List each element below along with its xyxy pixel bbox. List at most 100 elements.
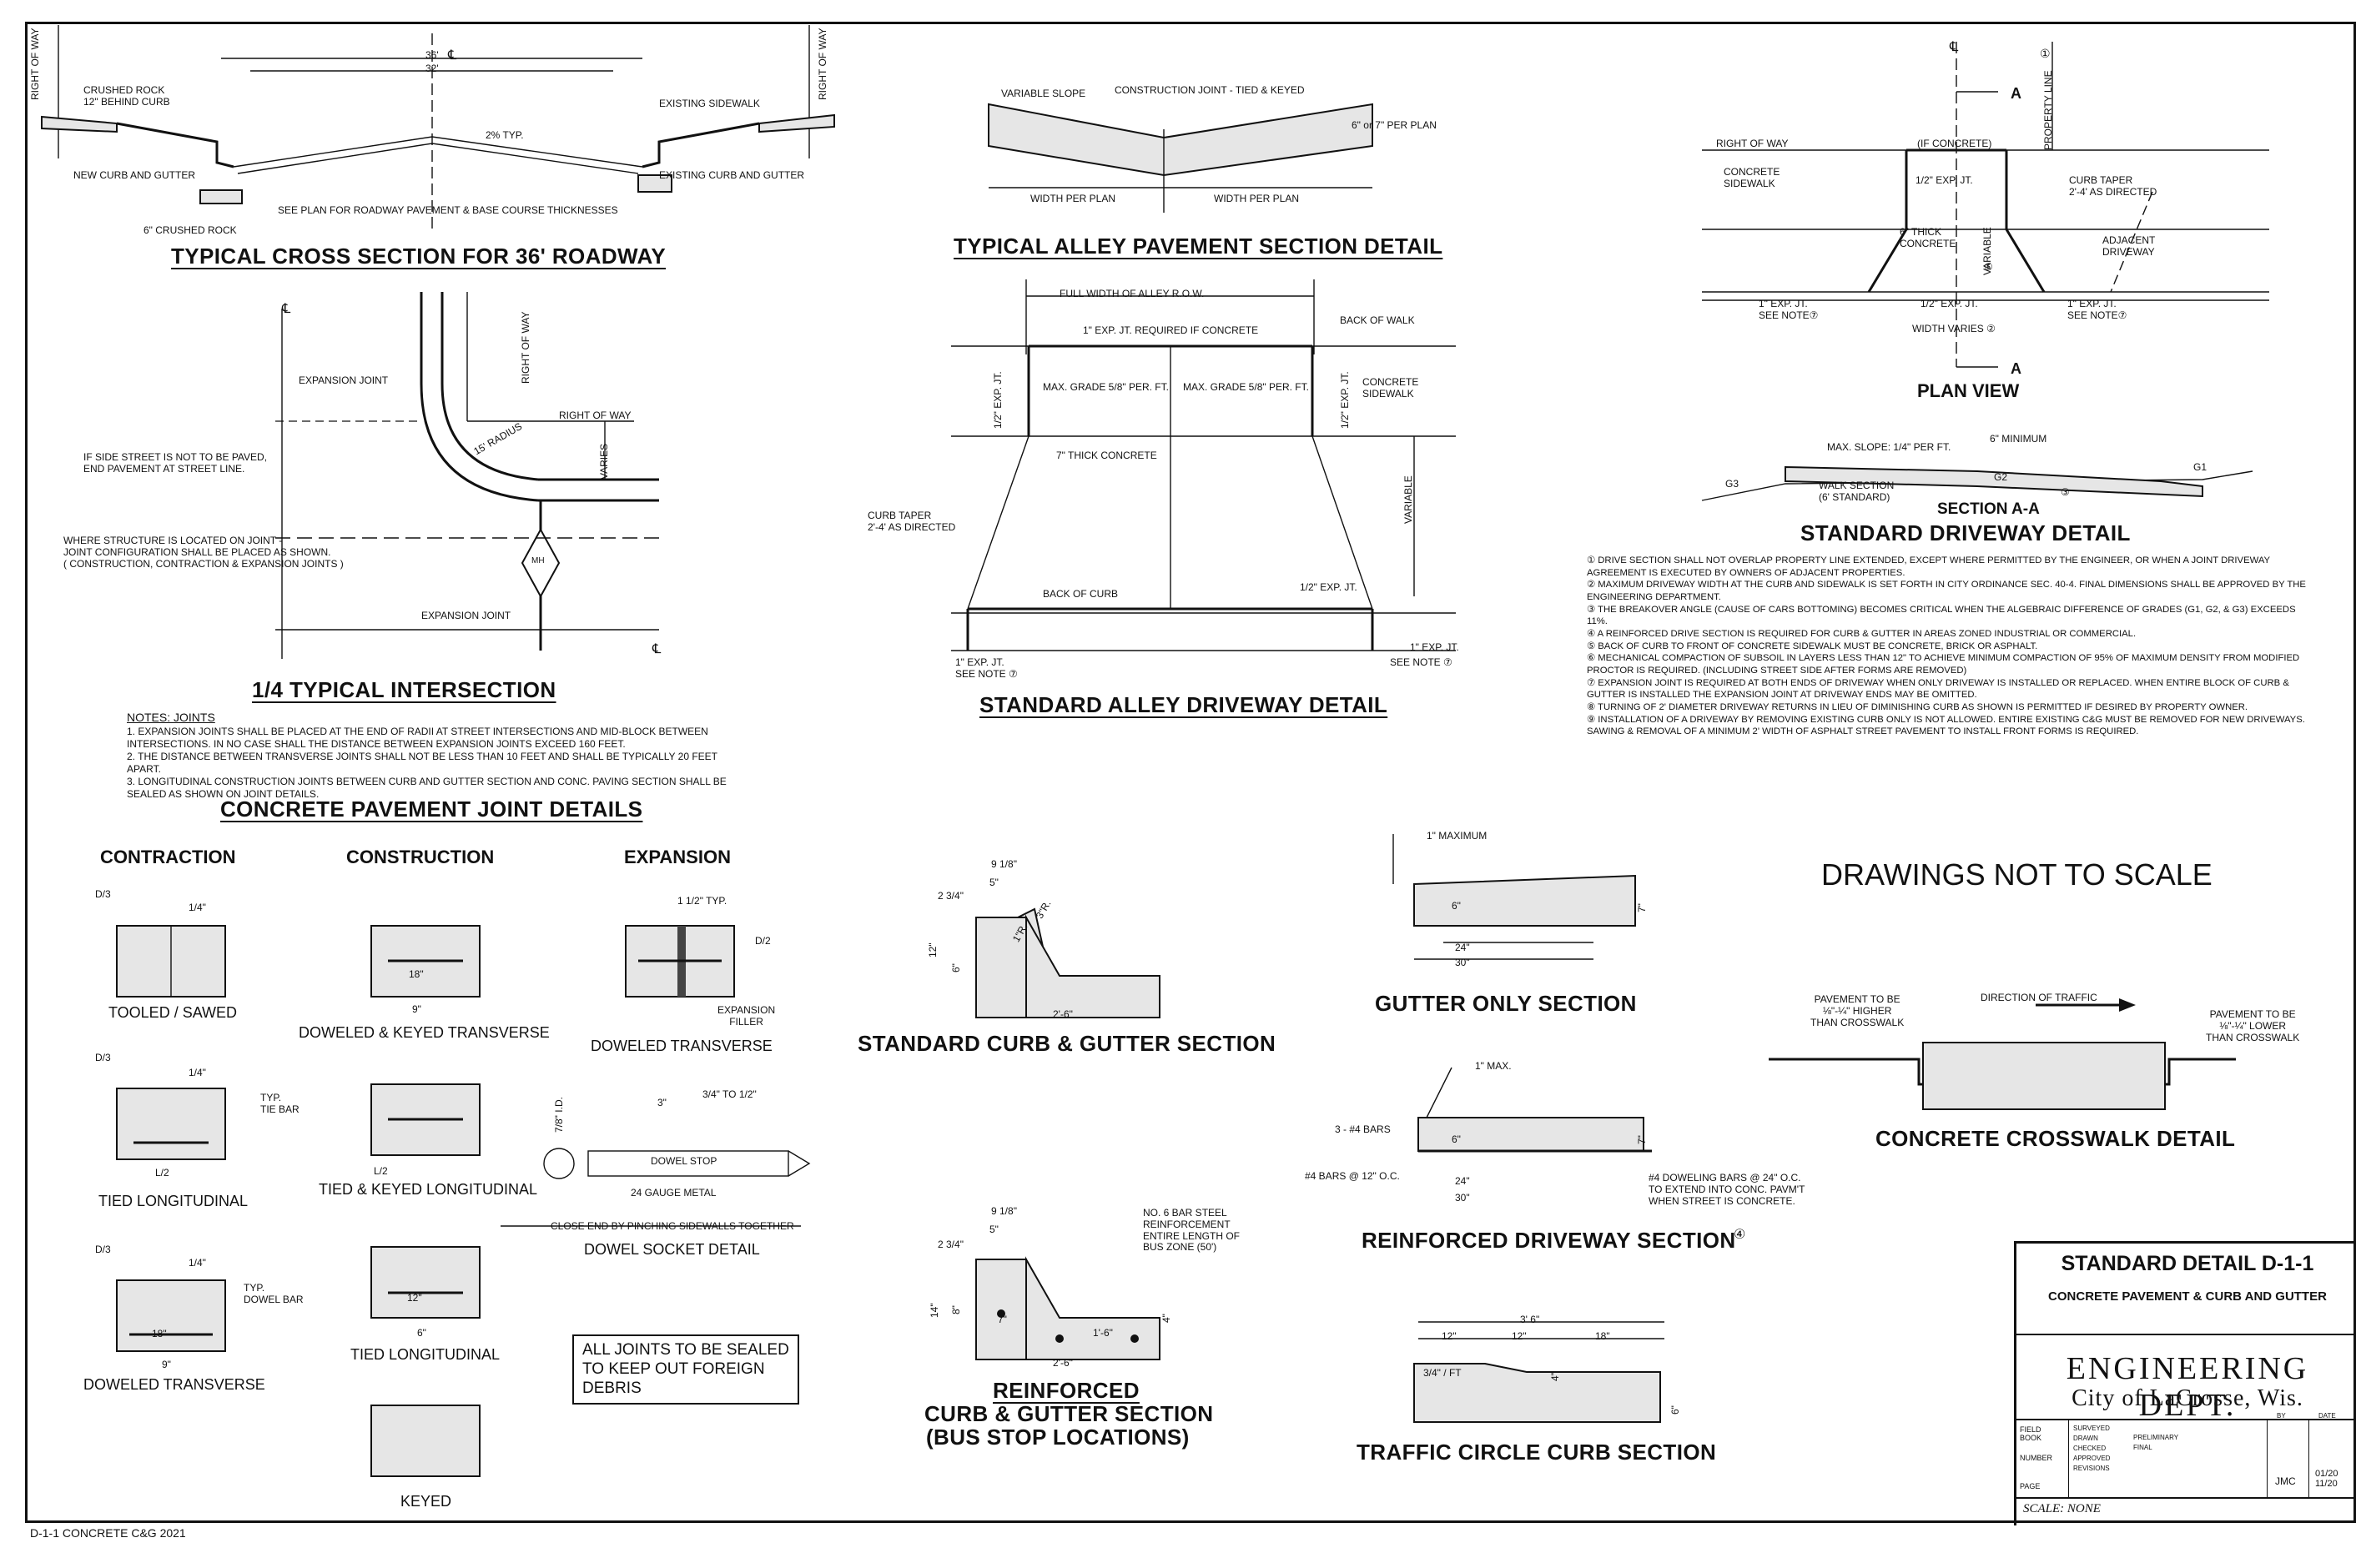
d3-label-3: D/3 xyxy=(95,1244,111,1255)
d9-label: 9" xyxy=(162,1359,171,1370)
cl-symbol: ℄ xyxy=(448,48,457,63)
back-of-curb-label: BACK OF CURB xyxy=(1043,588,1119,600)
alley-section-drawing xyxy=(988,103,1373,213)
circle-5-label: ⑤ xyxy=(1984,261,1993,273)
joint-note-1: 1. EXPANSION JOINTS SHALL BE PLACED AT T… xyxy=(127,725,708,750)
driveway-note-6: ⑥ MECHANICAL COMPACTION OF SUBSOIL IN LA… xyxy=(1587,653,2300,676)
reinf-d234-label: 2 3/4" xyxy=(938,1239,964,1250)
tc-d18-label: 18" xyxy=(1595,1330,1610,1342)
expansion-heading: EXPANSION xyxy=(624,847,731,867)
gutter-d7-label: 7" xyxy=(1636,903,1648,912)
gutter-d24-label: 24" xyxy=(1455,942,1470,953)
gutter-d30-label: 30" xyxy=(1455,957,1470,968)
driveway-plan-drawing xyxy=(1702,42,2269,368)
d2-label: D/2 xyxy=(755,935,771,947)
reinf-d918-label: 9 1/8" xyxy=(991,1205,1017,1217)
half-exp-bottom-label: 1/2" EXP. JT. xyxy=(1300,581,1357,593)
joint-details-title: CONCRETE PAVEMENT JOINT DETAILS xyxy=(220,797,643,822)
variable-slope-label: VARIABLE SLOPE xyxy=(1001,88,1086,99)
expansion-joint-label: EXPANSION JOINT xyxy=(299,374,389,386)
section-aa-title: SECTION A-A xyxy=(1937,500,2040,518)
marker-a-bottom: A xyxy=(2011,360,2021,377)
bar-note-label: NO. 6 BAR STEEL REINFORCEMENT ENTIRE LEN… xyxy=(1143,1207,1241,1254)
typ-dowel-label: TYP. DOWEL BAR xyxy=(244,1282,304,1305)
l2-label: L/2 xyxy=(155,1167,169,1179)
reinf-d5-label: 5" xyxy=(989,1224,999,1235)
alley-driveway-title: STANDARD ALLEY DRIVEWAY DETAIL xyxy=(979,692,1388,717)
joints-sealed-box: ALL JOINTS TO BE SEALED TO KEEP OUT FORE… xyxy=(572,1334,799,1405)
gutter-d6-label: 6" xyxy=(1452,900,1461,912)
right-of-way-label: RIGHT OF WAY xyxy=(559,410,632,421)
id-78-label: 7/8" I.D. xyxy=(553,1097,565,1133)
new-curb-label: NEW CURB AND GUTTER xyxy=(73,169,196,181)
dowel-stop-label: DOWEL STOP xyxy=(651,1155,717,1167)
crushed-rock-6-label: 6" CRUSHED ROCK xyxy=(143,224,237,236)
row-checked: CHECKED xyxy=(2073,1445,2107,1452)
dowel-socket-caption: DOWEL SOCKET DETAIL xyxy=(584,1241,760,1258)
tied-keyed-caption: TIED & KEYED LONGITUDINAL xyxy=(319,1181,538,1198)
tc-d6-label: 6" xyxy=(1669,1405,1681,1415)
dim-36: 36' xyxy=(425,49,439,61)
construction-joint-label: CONSTRUCTION JOINT - TIED & KEYED xyxy=(1115,84,1305,96)
see-plan-label: SEE PLAN FOR ROADWAY PAVEMENT & BASE COU… xyxy=(278,204,618,216)
standard-curb-drawing xyxy=(975,907,1160,1018)
cl-symbol-3: ℄ xyxy=(652,642,662,656)
prelim-label: PRELIMINARY xyxy=(2133,1434,2179,1441)
intersection-drawing xyxy=(275,292,659,659)
final-label: FINAL xyxy=(2133,1444,2152,1451)
adjacent-driveway-label: ADJACENT DRIVEWAY xyxy=(2102,234,2156,258)
reinf-drive-max-label: 1" MAX. xyxy=(1475,1060,1512,1072)
plan-view-title: PLAN VIEW xyxy=(1917,380,2020,401)
joint-blocks xyxy=(116,925,811,1477)
reinforced-driveway-title: REINFORCED DRIVEWAY SECTION xyxy=(1362,1228,1736,1253)
jmc-label: JMC xyxy=(2275,1475,2296,1487)
traffic-circle-drawing xyxy=(1413,1321,1664,1423)
expansion-joint-2-label: EXPANSION JOINT xyxy=(421,610,511,621)
row-drawn: DRAWN xyxy=(2073,1435,2098,1442)
tc-d12a-label: 12" xyxy=(1442,1330,1457,1342)
gutter-only-title: GUTTER ONLY SECTION xyxy=(1375,991,1637,1016)
city-label: City of LaCrosse, Wis. xyxy=(2072,1385,2303,1411)
scale-label: SCALE: NONE xyxy=(2023,1502,2101,1515)
row-approved: APPROVED xyxy=(2073,1455,2111,1462)
max-slope-label: MAX. SLOPE: 1/4" PER FT. xyxy=(1827,441,1951,453)
cross-section-title: TYPICAL CROSS SECTION FOR 36' ROADWAY xyxy=(171,244,667,269)
if-concrete-label: (IF CONCRETE) xyxy=(1917,138,1992,149)
cross-section-drawing xyxy=(41,25,835,229)
keyed-caption: KEYED xyxy=(400,1493,452,1510)
row-revisions: REVISIONS xyxy=(2073,1465,2110,1472)
driveway-curb-taper-label: CURB TAPER 2'-4' AS DIRECTED xyxy=(2069,174,2157,198)
alley-driveway-drawing xyxy=(951,279,1456,651)
joint-note-2: 2. THE DISTANCE BETWEEN TRANSVERSE JOINT… xyxy=(127,750,717,775)
dim-32: 32' xyxy=(425,63,439,74)
reinf-d7-label: 7" xyxy=(998,1314,1007,1325)
circle-1-label: ① xyxy=(2040,47,2051,60)
direction-of-traffic-label: DIRECTION OF TRAFFIC xyxy=(1981,992,2097,1003)
tc-d12b-label: 12" xyxy=(1512,1330,1527,1342)
driveway-note-4: ④ A REINFORCED DRIVE SECTION IS REQUIRED… xyxy=(1587,629,2137,640)
driveway-sidewalk-label: CONCRETE SIDEWALK xyxy=(1724,166,1780,189)
g2-label: G2 xyxy=(1994,471,2008,483)
doweled-transverse-caption: DOWELED TRANSVERSE xyxy=(83,1376,265,1393)
joint-notes-heading: NOTES: JOINTS xyxy=(127,711,215,724)
width-right-label: WIDTH PER PLAN xyxy=(1214,193,1300,204)
d3-label: D/3 xyxy=(95,888,111,900)
drawing-sheet xyxy=(25,22,2356,1523)
driveway-exp-mid: 1/2" EXP. JT. xyxy=(1921,298,1978,309)
width-varies-label: WIDTH VARIES ② xyxy=(1912,323,1996,334)
standard-detail-label: STANDARD DETAIL D-1-1 xyxy=(2061,1252,2314,1275)
crosswalk-drawing xyxy=(1769,998,2236,1110)
reinf-d26-label: 2'-6" xyxy=(1053,1357,1073,1369)
page-label: PAGE xyxy=(2020,1482,2041,1490)
exp-required-label: 1" EXP. JT. REQUIRED IF CONCRETE xyxy=(1083,324,1259,336)
reinforced-curb-drawing xyxy=(975,1256,1160,1360)
by-label: BY xyxy=(2277,1412,2286,1420)
width-left-label: WIDTH PER PLAN xyxy=(1030,193,1116,204)
driveway-note-2: ② MAXIMUM DRIVEWAY WIDTH AT THE CURB AND… xyxy=(1587,580,2306,603)
half-exp-left-label: 1/2" EXP. JT. xyxy=(992,371,1004,429)
d3-label-2: D/3 xyxy=(95,1052,111,1063)
back-of-walk-label: BACK OF WALK xyxy=(1340,314,1415,326)
driveway-note-3: ③ THE BREAKOVER ANGLE (CAUSE OF CARS BOT… xyxy=(1587,604,2296,627)
manhole-label: MH xyxy=(531,556,545,565)
varies-label: VARIES xyxy=(598,443,610,480)
